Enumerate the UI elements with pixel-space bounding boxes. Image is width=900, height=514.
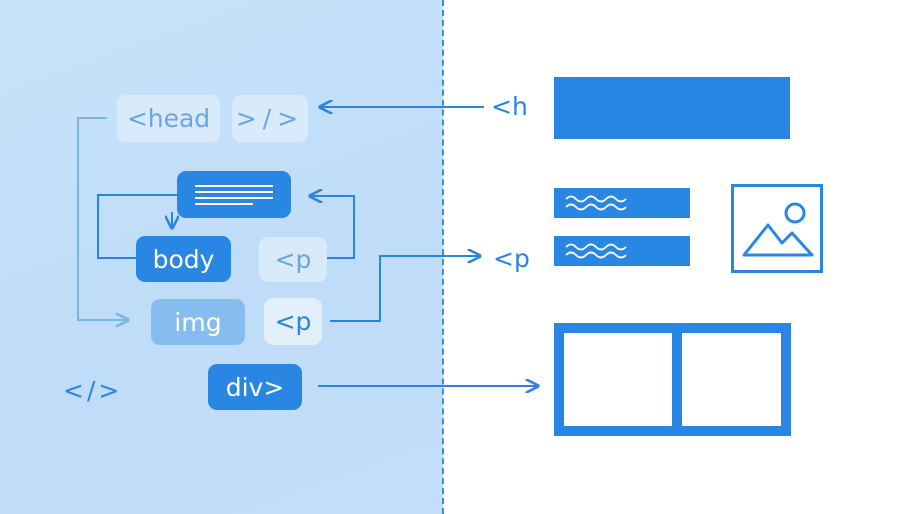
paragraph-block-2 [554, 236, 690, 266]
p-tag-faint: <p [259, 237, 327, 282]
div-grid-block [554, 323, 791, 436]
head-close-tag: >/> [232, 95, 308, 142]
wave-lines-icon [565, 243, 627, 259]
panel-divider [442, 0, 444, 514]
paragraph-block-1 [554, 188, 690, 218]
document-block [177, 171, 291, 218]
div-tag: div> [208, 364, 302, 410]
p-tag: <p [264, 298, 322, 345]
img-tag: img [151, 299, 245, 345]
div-grid-separator [672, 333, 682, 426]
head-tag: <head [117, 95, 220, 142]
h-label: <h [491, 92, 528, 121]
image-icon [742, 202, 814, 257]
wave-lines-icon [565, 195, 627, 211]
p-label: <p [493, 244, 530, 273]
image-placeholder [731, 184, 823, 273]
body-tag: body [136, 236, 231, 282]
close-tag-symbol: </> [63, 376, 123, 405]
heading-block [554, 77, 790, 139]
text-lines-icon [195, 184, 273, 205]
